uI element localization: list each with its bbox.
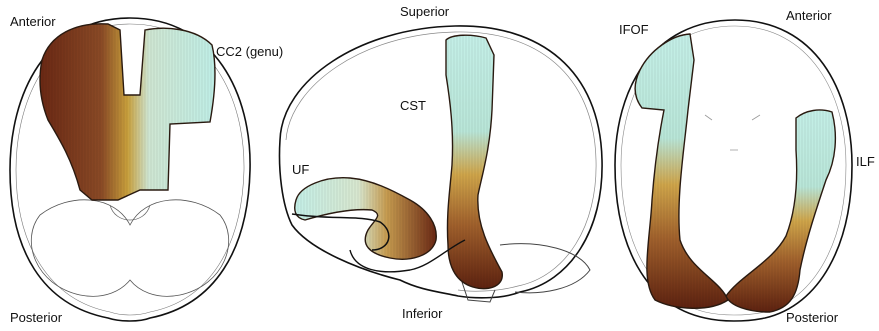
label-cc2-genu: CC2 (genu) [216, 44, 283, 59]
label-anterior: Anterior [786, 8, 832, 23]
panel-sagittal-cst-uf: Superior CST UF Inferior [280, 4, 603, 321]
label-anterior: Anterior [10, 14, 56, 29]
cerebellum-outline [31, 200, 228, 297]
brain-outline-inner [286, 32, 596, 291]
label-ifof: IFOF [619, 22, 649, 37]
brainstem-outline [110, 205, 150, 220]
label-posterior: Posterior [786, 310, 839, 325]
brain-outline [280, 26, 603, 298]
label-inferior: Inferior [402, 306, 443, 321]
label-ilf: ILF [856, 154, 875, 169]
ventricle-marks [705, 115, 760, 150]
label-superior: Superior [400, 4, 450, 19]
label-cst: CST [400, 98, 426, 113]
label-posterior: Posterior [10, 310, 63, 325]
cc2-fiber-texture [40, 24, 215, 200]
panel-axial-cc2: Anterior CC2 (genu) Posterior [10, 14, 283, 325]
label-uf: UF [292, 162, 309, 177]
cerebellum-outline [500, 244, 590, 293]
panel-axial-ifof-ilf: IFOF Anterior ILF Posterior [615, 8, 875, 325]
